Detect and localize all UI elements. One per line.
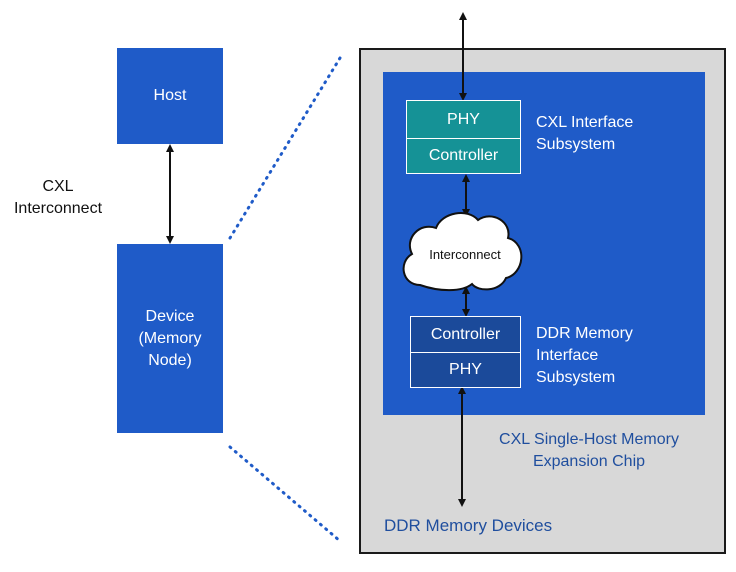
cxl-phy-cell: PHY xyxy=(407,101,520,139)
cloud-shape xyxy=(402,212,523,292)
cxl-interface-block: PHY Controller xyxy=(406,100,521,174)
ddr-phy-label: PHY xyxy=(449,360,482,378)
cxl-subsystem-line2: Subsystem xyxy=(536,136,616,153)
zoom-line-bottom xyxy=(228,445,342,543)
cxl-interconnect-label: CXL Interconnect xyxy=(4,176,112,220)
chip-caption-line1: CXL Single-Host Memory xyxy=(499,431,679,448)
ddr-devices-label: DDR Memory Devices xyxy=(384,516,553,535)
ddr-subsystem-line1: DDR Memory xyxy=(536,325,633,342)
ddr-subsystem-line3: Subsystem xyxy=(536,369,616,386)
cxl-subsystem-line1: CXL Interface xyxy=(536,114,634,131)
device-box: Device (Memory Node) xyxy=(117,244,223,433)
ddr-controller-cell: Controller xyxy=(411,317,520,353)
cxl-phy-label: PHY xyxy=(447,110,480,128)
ddr-subsystem-label: DDR Memory Interface Subsystem xyxy=(536,323,686,389)
ddr-interface-block: Controller PHY xyxy=(410,316,521,388)
cxl-controller-label: Controller xyxy=(428,146,499,164)
zoom-line-top xyxy=(228,56,342,240)
cxl-interconnect-line1: CXL xyxy=(42,178,74,195)
host-label: Host xyxy=(153,87,187,104)
device-line1: Device xyxy=(145,307,195,325)
cxl-interconnect-line2: Interconnect xyxy=(13,200,103,217)
cxl-controller-cell: Controller xyxy=(407,139,520,172)
device-line2: (Memory xyxy=(138,329,202,347)
host-box: Host xyxy=(117,48,223,144)
ddr-controller-label: Controller xyxy=(430,325,501,343)
chip-caption-line2: Expansion Chip xyxy=(532,453,646,470)
cloud-label: Interconnect xyxy=(429,247,501,262)
cxl-subsystem-label: CXL Interface Subsystem xyxy=(536,112,686,156)
ddr-subsystem-line2: Interface xyxy=(536,347,599,364)
chip-caption: CXL Single-Host Memory Expansion Chip xyxy=(470,429,708,473)
device-line3: Node) xyxy=(148,351,192,369)
ddr-phy-cell: PHY xyxy=(411,353,520,386)
